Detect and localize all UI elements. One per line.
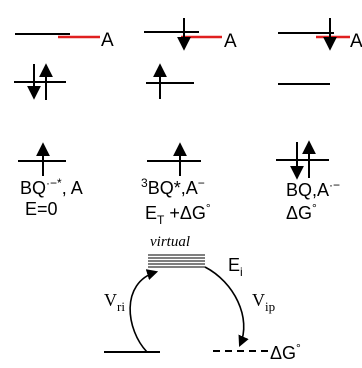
energy-label: ΔG° (286, 201, 317, 223)
virtual-label: virtual (150, 234, 190, 250)
coupling-arrow-right (204, 266, 249, 348)
column-1: A BQ·−*, A E=0 (14, 30, 114, 219)
final-level-label: ΔG° (270, 341, 301, 363)
state-label: BQ,A·− (286, 178, 340, 200)
acceptor-label: A (101, 30, 114, 51)
column-2: A 3BQ*,A− ET +ΔG° (141, 18, 237, 227)
state-label: BQ·−*, A (20, 176, 83, 198)
column-3: A BQ,A·− ΔG° (276, 18, 362, 223)
acceptor-label: A (350, 31, 362, 52)
acceptor-label: A (224, 31, 237, 52)
intermediate-energy-label: Ei (228, 255, 243, 279)
coupling-label-right: Vip (252, 290, 275, 314)
superexchange-scheme: virtual Ei Vri Vip ΔG° (104, 234, 301, 363)
energy-label: E=0 (25, 199, 58, 219)
intermediate-level-stack (148, 254, 205, 268)
coupling-label-left: Vri (104, 290, 125, 314)
state-label: 3BQ*,A− (141, 176, 205, 198)
coupling-arrow-left (129, 269, 159, 353)
energy-label: ET +ΔG° (145, 201, 211, 227)
